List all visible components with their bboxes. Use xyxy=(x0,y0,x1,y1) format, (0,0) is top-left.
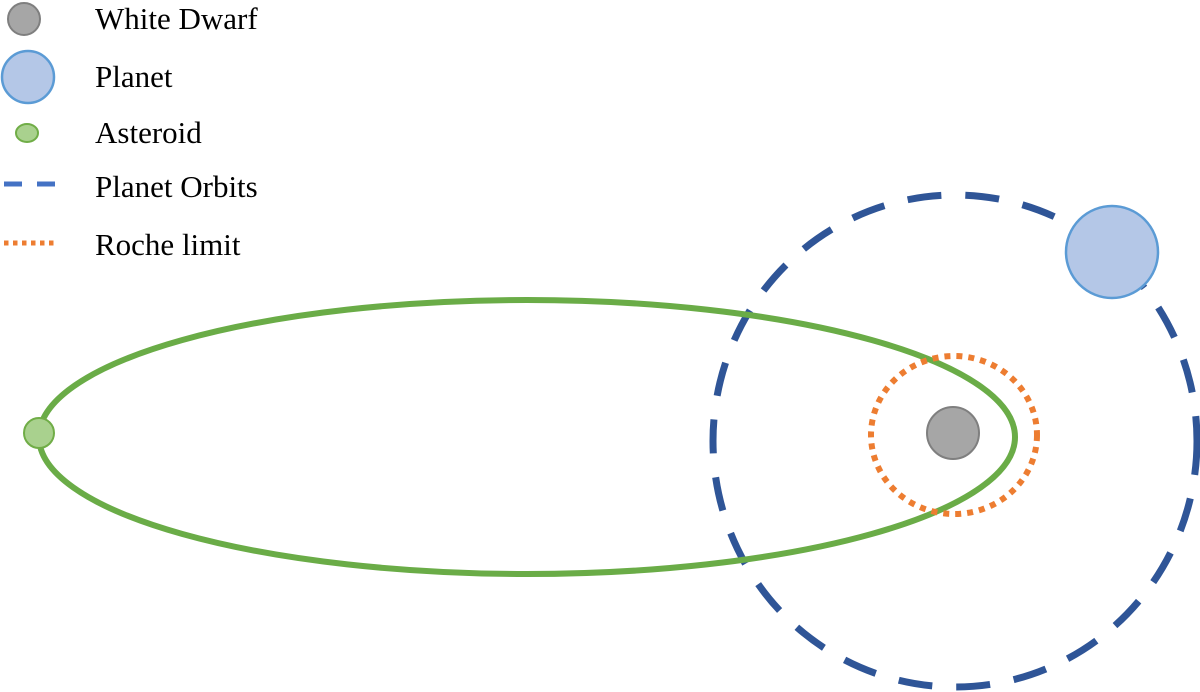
legend-icons xyxy=(0,2,56,246)
planet-legend-icon xyxy=(0,49,56,105)
legend-label-planet-orbits: Planet Orbits xyxy=(95,169,258,204)
planet-orbit xyxy=(709,191,1200,691)
legend-label-white-dwarf: White Dwarf xyxy=(95,1,258,36)
legend-label-planet: Planet xyxy=(95,59,173,94)
asteroid-legend-icon xyxy=(15,123,39,143)
planet xyxy=(1064,204,1160,300)
legend-label-roche-limit: Roche limit xyxy=(95,227,241,262)
legend-label-asteroid: Asteroid xyxy=(95,115,202,150)
roche-limit xyxy=(868,353,1040,517)
asteroid xyxy=(23,417,55,449)
white-dwarf-legend-icon xyxy=(7,2,41,36)
white-dwarf xyxy=(926,406,980,460)
